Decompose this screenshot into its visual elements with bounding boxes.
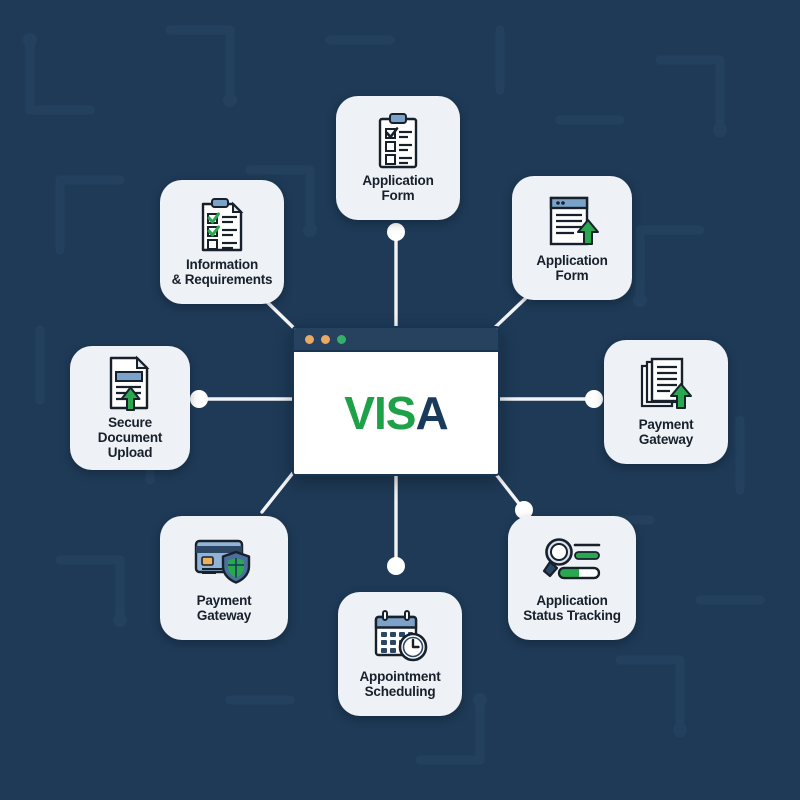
connector-dot-left — [190, 390, 208, 408]
card-label: Application Form — [536, 252, 608, 283]
card-label: Appointment Scheduling — [359, 668, 441, 699]
card-label: Payment Gateway — [196, 592, 252, 623]
clipboard-form-icon — [372, 111, 424, 171]
window-dot-orange-1[interactable] — [305, 334, 314, 344]
card-payment-gateway-card[interactable]: Payment Gateway — [160, 516, 288, 640]
card-appointment-scheduling[interactable]: Appointment Scheduling — [338, 592, 462, 716]
card-information-requirements[interactable]: Information & Requirements — [160, 180, 284, 304]
calendar-clock-icon — [370, 607, 430, 667]
connector-dot-bottom — [387, 557, 405, 575]
window-dot-green[interactable] — [337, 334, 346, 344]
credit-card-shield-icon — [192, 531, 256, 591]
document-upload-icon — [103, 354, 157, 413]
connector-dot-bottom-right — [515, 501, 533, 519]
visa-wordmark-navy: A — [415, 387, 448, 439]
magnifier-progress-icon — [541, 531, 603, 591]
connector-dot-top — [387, 223, 405, 241]
visa-wordmark: VISA — [344, 386, 448, 440]
window-content: VISA — [294, 352, 498, 474]
card-label: Information & Requirements — [171, 256, 273, 287]
window-dot-orange-2[interactable] — [321, 334, 330, 344]
card-label: Payment Gateway — [638, 416, 694, 447]
connector-dot-right — [585, 390, 603, 408]
card-secure-document-upload[interactable]: Secure Document Upload — [70, 346, 190, 470]
card-application-form-upload[interactable]: Application Form — [512, 176, 632, 300]
card-payment-gateway-documents[interactable]: Payment Gateway — [604, 340, 728, 464]
card-application-form-top[interactable]: Application Form — [336, 96, 460, 220]
checklist-clipboard-icon — [195, 195, 249, 255]
card-label: Secure Document Upload — [97, 414, 163, 460]
documents-upload-icon — [637, 355, 695, 415]
card-label: Application Form — [362, 172, 434, 203]
visa-browser-window[interactable]: VISA — [292, 326, 500, 476]
document-upload-icon — [544, 191, 600, 251]
window-titlebar — [294, 328, 498, 352]
card-label: Application Status Tracking — [523, 592, 621, 623]
visa-wordmark-green: VIS — [344, 387, 416, 439]
card-application-status-tracking[interactable]: Application Status Tracking — [508, 516, 636, 640]
